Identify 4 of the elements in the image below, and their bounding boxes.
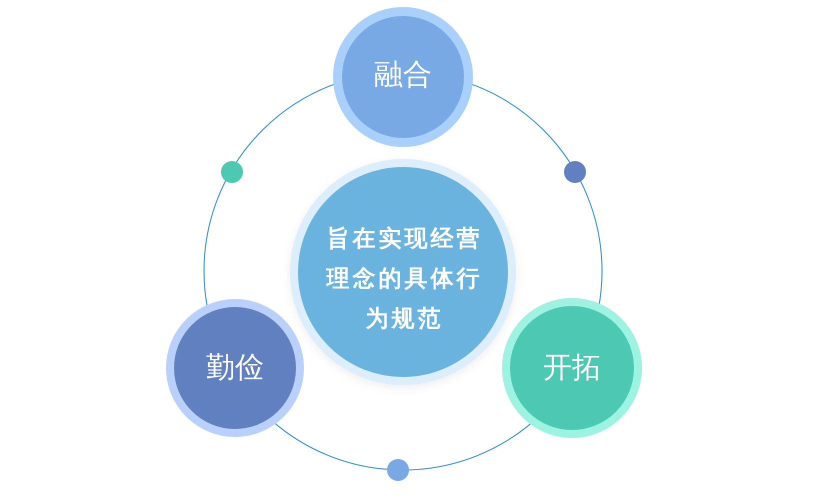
node-label: 融合 <box>374 56 432 93</box>
center-text: 旨在实现经营理念的具体行为规范 <box>325 225 484 334</box>
node-label: 勤俭 <box>206 349 264 386</box>
node-label: 开拓 <box>543 349 601 386</box>
